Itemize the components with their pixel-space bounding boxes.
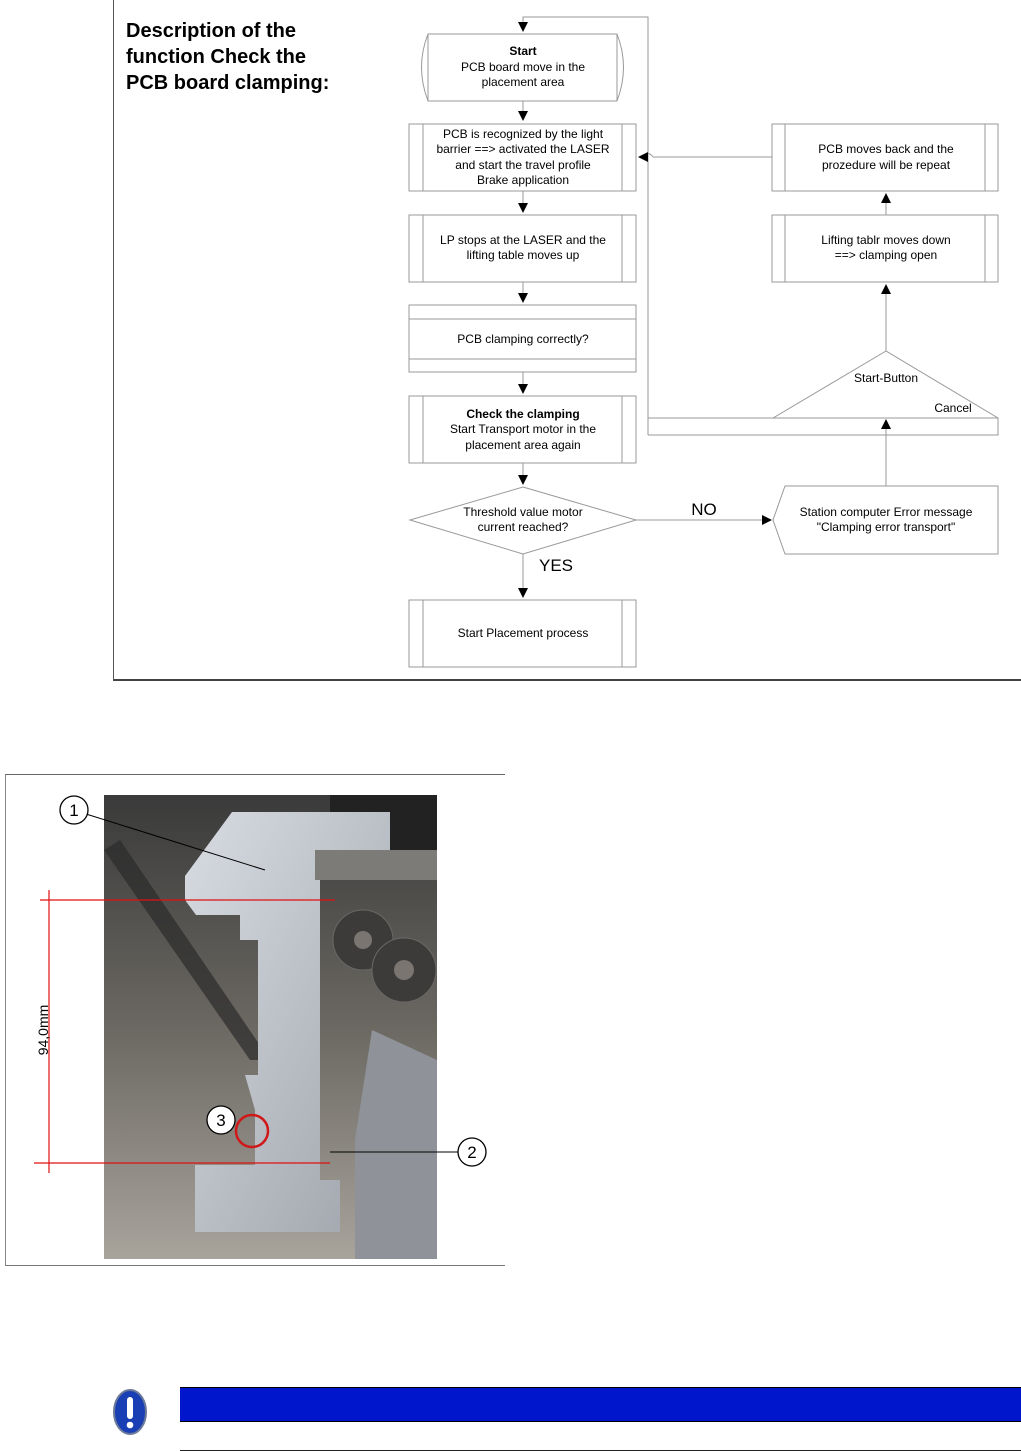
step-recognized-text: Brake application [477, 173, 569, 187]
fixture-block [185, 812, 390, 1232]
step-lifting-down-text: Lifting tablr moves down [821, 233, 950, 247]
cancel-label: Cancel [934, 401, 971, 415]
start-button-label: Start-Button [854, 371, 918, 385]
decision-threshold-text: current reached? [478, 520, 569, 534]
label-yes: YES [539, 556, 573, 575]
highlight-circle [234, 1113, 270, 1149]
decision-threshold-text: Threshold value motor [463, 505, 582, 519]
step-lifting-down-text: ==> clamping open [835, 248, 937, 262]
step-recognized-text: and start the travel profile [455, 158, 591, 172]
label-no: NO [691, 500, 717, 519]
error-display-shape [772, 485, 999, 555]
rollers [332, 909, 437, 1003]
clamping-fixture-photo: 94,0mm 1 2 3 [34, 795, 487, 1259]
step-check-clamping-text: Start Transport motor in the [450, 422, 596, 436]
step-check-clamping-text: placement area again [465, 438, 580, 452]
svg-text:2: 2 [467, 1143, 476, 1162]
callout-leader-1 [85, 813, 266, 871]
svg-text:1: 1 [69, 801, 78, 820]
photo-frame [5, 774, 505, 1266]
rail [104, 840, 270, 1060]
callout-3: 3 [206, 1105, 236, 1135]
exclamation-icon [113, 1389, 147, 1435]
section-title-line: PCB board clamping: [126, 72, 330, 94]
start-title: Start [509, 44, 536, 58]
flowchart-frame [113, 0, 1021, 681]
note-header-bar [180, 1387, 1021, 1422]
callout-1: 1 [59, 795, 89, 825]
step-moves-back-text: PCB moves back and the [818, 142, 954, 156]
step-lp-stops-text: LP stops at the LASER and the [440, 233, 606, 247]
error-message-text: "Clamping error transport" [817, 520, 956, 534]
step-start-placement-shape [408, 599, 637, 668]
step-check-clamping-title: Check the clamping [466, 407, 579, 421]
callout-2: 2 [457, 1137, 487, 1167]
flowchart-diagram: Start PCB board move in the placement ar… [408, 16, 999, 668]
svg-text:3: 3 [216, 1111, 225, 1130]
section-title-line: function Check the [126, 46, 307, 68]
dimension-label: 94,0mm [35, 1005, 51, 1056]
loop-connector [518, 16, 649, 435]
start-text: placement area [482, 75, 565, 89]
error-message-text: Station computer Error message [800, 505, 973, 519]
section-title: Description of the function Check the PC… [126, 18, 396, 96]
step-recognized-text: barrier ==> activated the LASER [436, 142, 609, 156]
carriage [315, 850, 437, 880]
step-moves-back-text: prozedure will be repeat [822, 158, 951, 172]
repeat-connector [638, 152, 772, 162]
step-recognized-text: PCB is recognized by the light [443, 127, 604, 141]
start-text: PCB board move in the [461, 60, 585, 74]
step-lifting-down-shape [771, 214, 999, 283]
step-clamping-question-text: PCB clamping correctly? [457, 332, 589, 346]
step-lp-stops-text: lifting table moves up [467, 248, 580, 262]
manual-input-shape [648, 350, 999, 436]
bracket [355, 1030, 437, 1259]
section-title-line: Description of the [126, 20, 297, 42]
step-start-placement-text: Start Placement process [458, 626, 589, 640]
